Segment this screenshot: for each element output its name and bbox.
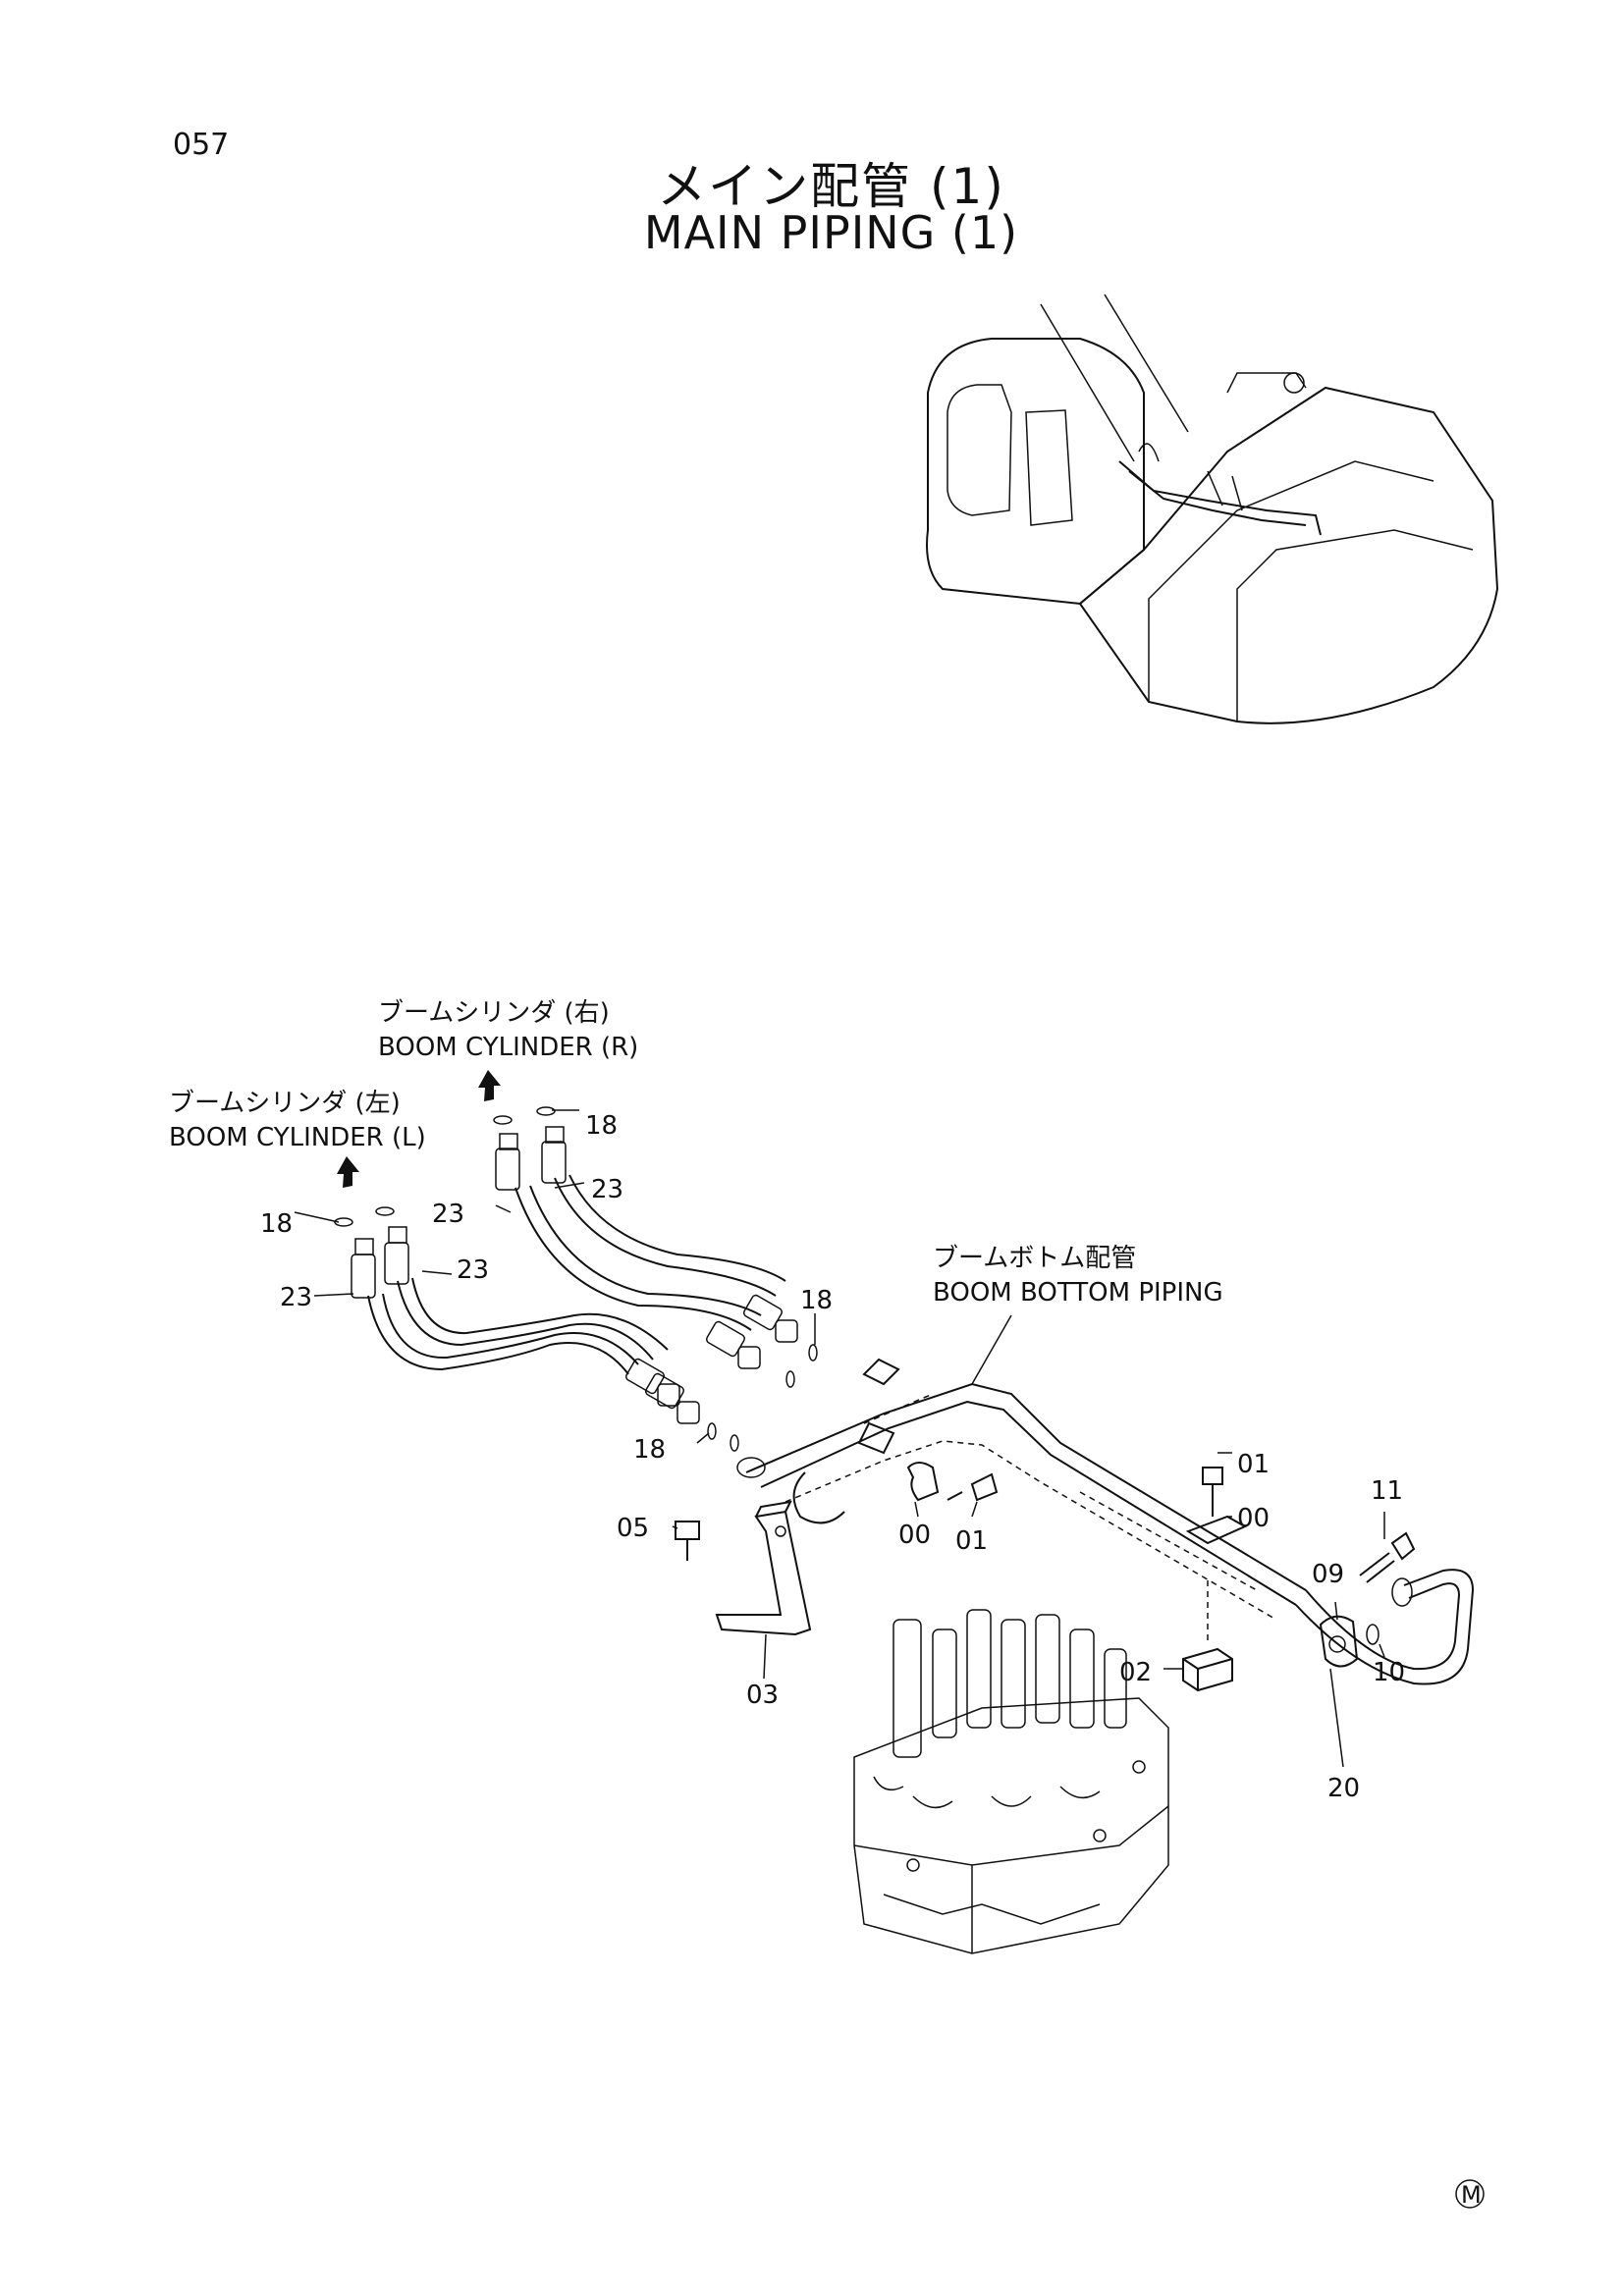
hose-assembly-23 — [351, 1126, 798, 1424]
part-number-09: 09 — [1312, 1560, 1344, 1589]
bolt-05 — [675, 1521, 700, 1561]
part-number-23: 23 — [280, 1283, 312, 1312]
part-number-23: 23 — [457, 1255, 489, 1285]
boom-cylinder-l-en: BOOM CYLINDER (L) — [169, 1123, 426, 1152]
footer-mark-letter: M — [1461, 2181, 1482, 2209]
part-number-23: 23 — [432, 1200, 464, 1229]
part-number-18: 18 — [260, 1209, 293, 1239]
part-number-18: 18 — [800, 1286, 833, 1315]
control-valve-illustration — [853, 1609, 1169, 1954]
boom-cylinder-r-ja: ブームシリンダ (右) — [378, 998, 610, 1028]
part-number-20: 20 — [1327, 1774, 1360, 1803]
clamp-00 — [906, 1462, 1248, 1545]
callout-boom-bottom-piping: ブームボトム配管 BOOM BOTTOM PIPING — [933, 1244, 1223, 1308]
callout-boom-cylinder-l: ブームシリンダ (左) BOOM CYLINDER (L) — [169, 1089, 426, 1152]
part-number-18: 18 — [585, 1111, 618, 1141]
part-number-01: 01 — [1237, 1450, 1270, 1479]
boom-bottom-piping-en: BOOM BOTTOM PIPING — [933, 1278, 1223, 1308]
bolt-01 — [947, 1467, 1223, 1517]
bolt-11 — [1359, 1531, 1416, 1583]
part-number-02: 02 — [1119, 1658, 1152, 1687]
part-number-18: 18 — [633, 1435, 666, 1465]
boom-cylinder-r-en: BOOM CYLINDER (R) — [378, 1033, 638, 1062]
part-number-00: 00 — [898, 1521, 931, 1550]
page-number: 057 — [173, 128, 230, 162]
excavator-overview-illustration — [926, 294, 1499, 724]
part-number-11: 11 — [1371, 1476, 1403, 1506]
part-number-05: 05 — [617, 1514, 649, 1543]
callout-boom-cylinder-r: ブームシリンダ (右) BOOM CYLINDER (R) — [378, 998, 638, 1062]
arrow-up-icon — [478, 1070, 501, 1101]
part-number-01: 01 — [955, 1526, 988, 1556]
o-ring-10 — [1366, 1624, 1380, 1645]
part-number-03: 03 — [746, 1681, 779, 1710]
page-title-japanese: メイン配管 (1) — [657, 158, 1005, 215]
boom-cylinder-l-ja: ブームシリンダ (左) — [169, 1089, 401, 1118]
arrow-up-icon — [337, 1156, 359, 1188]
o-ring-18 — [334, 1106, 818, 1452]
boom-bottom-piping — [736, 1358, 1475, 1685]
part-number-23: 23 — [591, 1175, 623, 1204]
block-02 — [1182, 1580, 1233, 1692]
part-number-10: 10 — [1373, 1658, 1405, 1687]
footer-m-mark: M — [1455, 2179, 1485, 2209]
boom-bottom-piping-ja: ブームボトム配管 — [933, 1244, 1136, 1273]
bracket-03 — [715, 1500, 812, 1636]
leader-lines — [294, 1109, 1385, 1768]
part-number-00: 00 — [1237, 1504, 1270, 1533]
page-title-english: MAIN PIPING (1) — [643, 206, 1019, 259]
flange-09 — [1319, 1615, 1359, 1668]
